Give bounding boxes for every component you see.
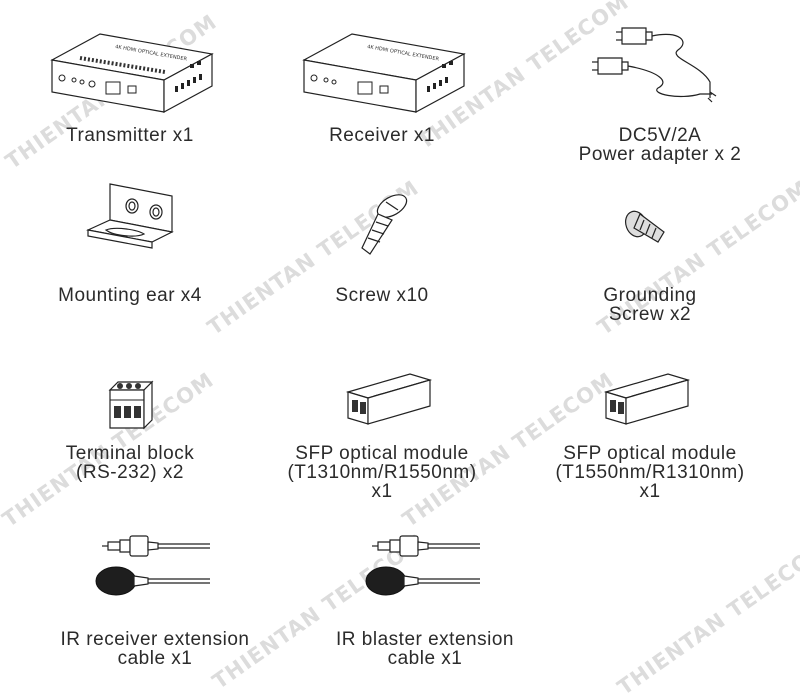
item-ir-receiver-cable: IR receiver extension cable x1 — [50, 530, 260, 675]
terminal-block-icon — [40, 340, 220, 440]
power-adapter-icon — [560, 20, 760, 112]
label-line: Receiver x1 — [329, 125, 435, 146]
label-line: IR blaster extension — [336, 629, 514, 650]
label-line: cable x1 — [117, 648, 193, 669]
ir-cable-icon — [50, 530, 260, 605]
label-line: x1 — [371, 481, 393, 502]
label-line: SFP optical module — [563, 443, 737, 464]
label-line: (T1310nm/R1550nm) — [287, 462, 477, 483]
sfp-module-icon — [282, 340, 482, 440]
label-line: IR receiver extension — [60, 629, 250, 650]
label-line: (T1550nm/R1310nm) — [555, 462, 745, 483]
mounting-ear-icon — [40, 180, 220, 260]
label-line: Mounting ear x4 — [58, 285, 202, 306]
label-line: cable x1 — [387, 648, 463, 669]
item-transmitter: 4K HDMI OPTICAL EXTENDER Transmitter x1 — [40, 20, 220, 150]
label-line: Screw x10 — [335, 285, 429, 306]
label-line: (RS-232) x2 — [76, 462, 184, 483]
item-sfp-module-1: SFP optical module (T1310nm/R1550nm) x1 — [282, 340, 482, 510]
item-power-adapter: DC5V/2A Power adapter x 2 — [560, 20, 760, 170]
item-ir-blaster-cable: IR blaster extension cable x1 — [320, 530, 530, 675]
extender-device-icon: 4K HDMI OPTICAL EXTENDER — [40, 20, 220, 120]
item-screw: Screw x10 — [292, 180, 472, 310]
grounding-screw-icon — [550, 180, 750, 260]
ir-cable-icon — [320, 530, 530, 605]
item-sfp-module-2: SFP optical module (T1550nm/R1310nm) x1 — [550, 340, 750, 510]
label-line: Power adapter x 2 — [578, 144, 742, 165]
label-line: x1 — [639, 481, 661, 502]
item-terminal-block: Terminal block (RS-232) x2 — [40, 340, 220, 490]
item-receiver: 4K HDMI OPTICAL EXTENDER Receiver x1 — [292, 20, 472, 150]
item-mounting-ear: Mounting ear x4 — [40, 180, 220, 310]
item-grounding-screw: Grounding Screw x2 — [550, 180, 750, 330]
label-line: Screw x2 — [608, 304, 692, 325]
sfp-module-icon — [550, 340, 750, 440]
label-line: Terminal block — [65, 443, 195, 464]
label-line: Grounding — [603, 285, 697, 306]
label-line: SFP optical module — [295, 443, 469, 464]
extender-device-icon: 4K HDMI OPTICAL EXTENDER — [292, 20, 472, 120]
label-line: Transmitter x1 — [66, 125, 194, 146]
label-line: DC5V/2A — [618, 125, 702, 146]
watermark: THIENTAN TELECOM — [613, 535, 800, 700]
screw-icon — [292, 180, 472, 260]
